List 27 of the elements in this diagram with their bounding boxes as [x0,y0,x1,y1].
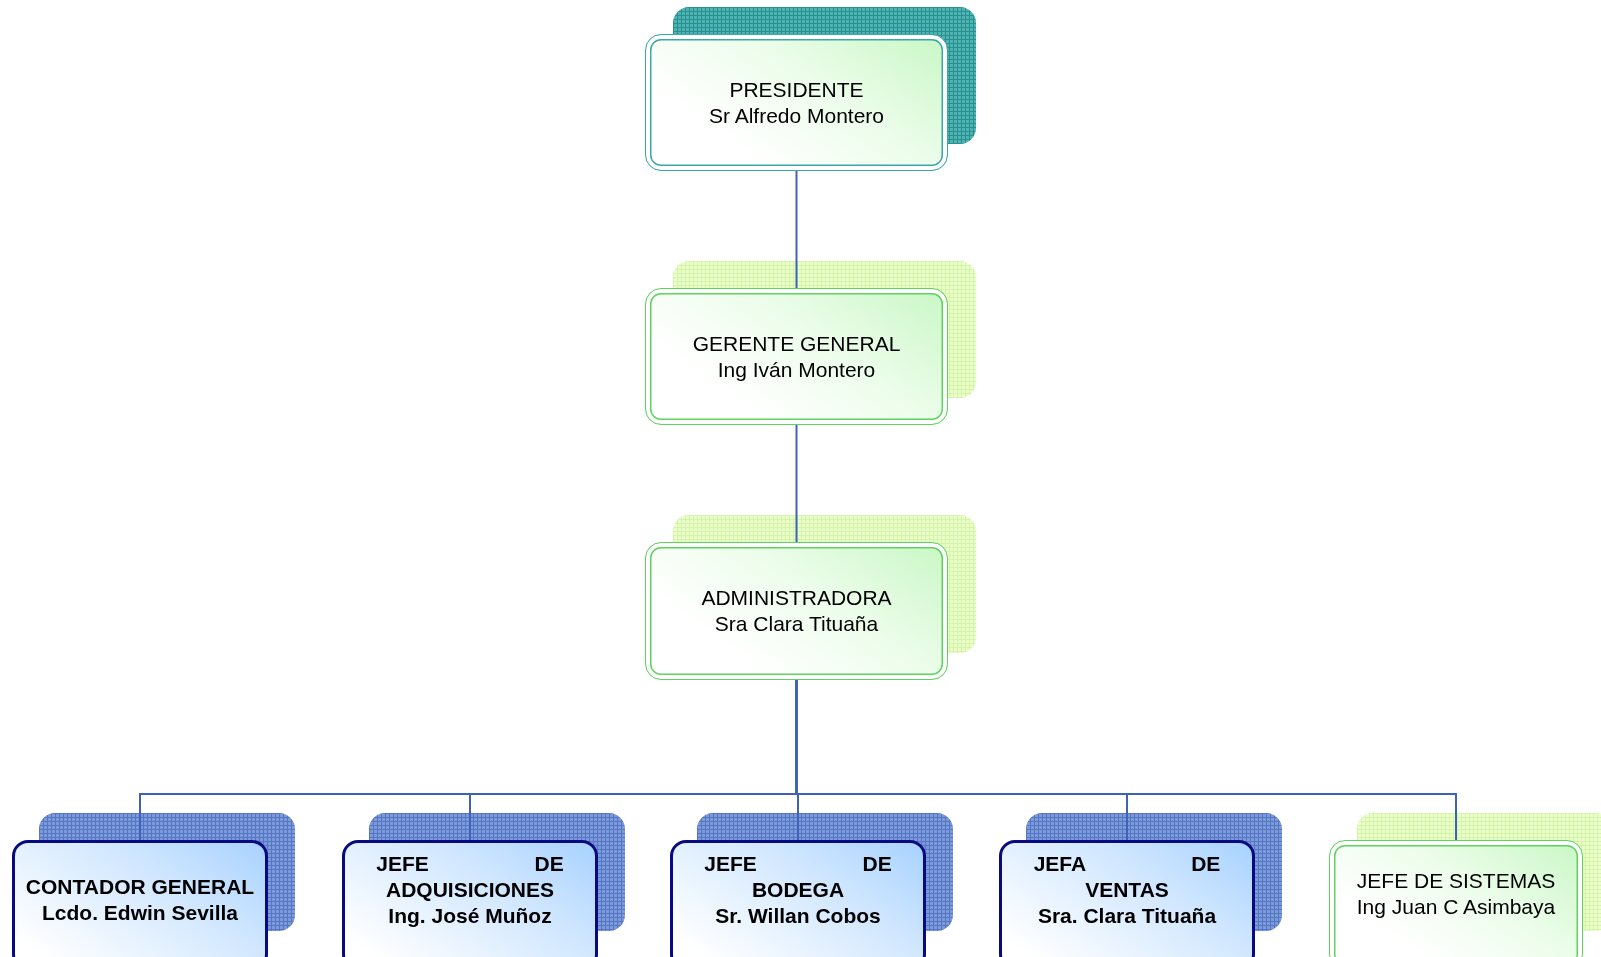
position-title: JEFA DE VENTAS [1032,851,1222,903]
position-box [342,840,598,957]
position-box [645,288,948,425]
position-title: JEFE DE BODEGA [703,851,893,903]
connector-line [795,170,798,289]
position-box [12,840,268,957]
position-box [645,542,948,680]
connector-line [795,424,798,543]
position-title: CONTADOR GENERAL [25,874,255,900]
position-box [999,840,1255,957]
person-name: Ing Juan C Asimbaya [1356,894,1556,920]
position-title: GERENTE GENERAL [692,330,901,357]
person-name: Ing. José Muñoz [388,903,552,929]
position-title: JEFE DE SISTEMAS [1356,868,1556,894]
position-box [1329,840,1583,957]
person-name: Ing Iván Montero [717,356,876,383]
person-name: Sra Clara Tituaña [714,611,879,637]
position-title: ADMINISTRADORA [701,585,892,611]
person-name: Sr. Willan Cobos [715,903,881,929]
position-box [645,34,948,171]
person-name: Sra. Clara Tituaña [1037,903,1217,929]
person-name: Lcdo. Edwin Sevilla [41,900,238,926]
position-title: JEFE DE ADQUISICIONES [375,851,565,903]
connector-line [795,679,1457,841]
position-title: PRESIDENTE [729,76,864,103]
position-box [670,840,926,957]
person-name: Sr Alfredo Montero [708,102,885,129]
